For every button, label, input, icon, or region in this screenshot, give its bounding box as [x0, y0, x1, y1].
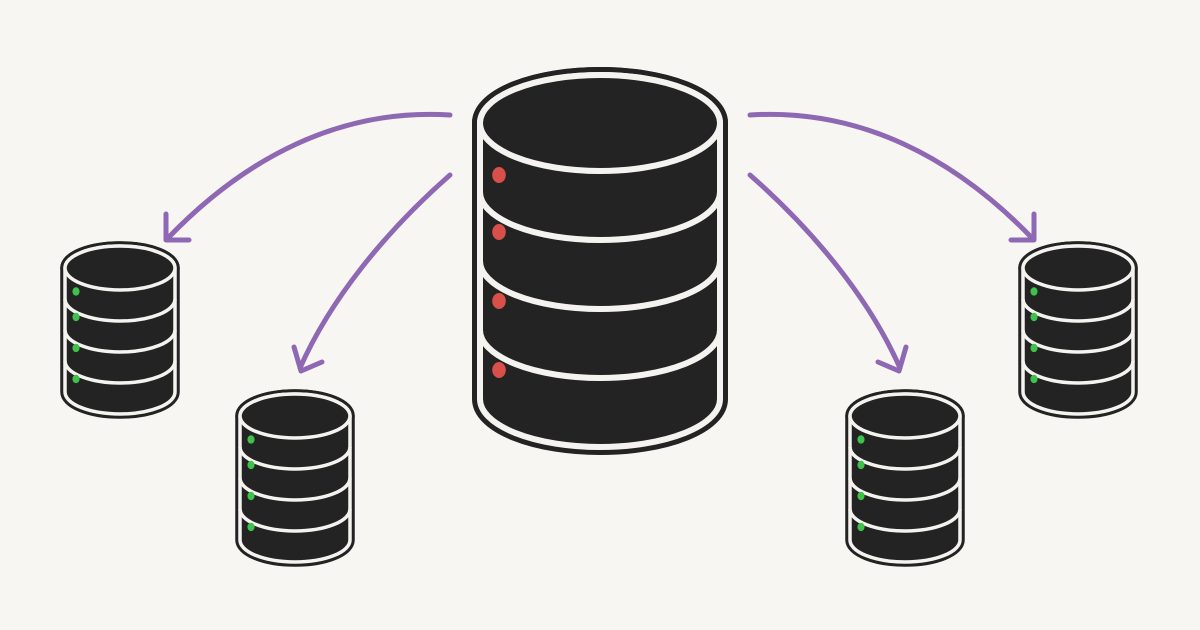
- tier-divider: [238, 477, 352, 502]
- tier-divider: [1021, 329, 1135, 354]
- status-led: [247, 460, 255, 470]
- cylinder-top: [477, 72, 723, 174]
- status-led: [857, 522, 865, 532]
- cylinder-top: [63, 244, 177, 292]
- tier-divider: [477, 191, 723, 243]
- status-led: [72, 312, 80, 322]
- tier-divider: [238, 508, 352, 533]
- status-led: [247, 522, 255, 532]
- status-led: [492, 362, 506, 379]
- tier-divider: [238, 446, 352, 471]
- tier-divider: [477, 260, 723, 312]
- primary-database-icon: [472, 67, 728, 455]
- status-led: [1030, 287, 1038, 296]
- tier-divider: [63, 329, 177, 354]
- replica-inner-left-database-icon: [235, 389, 355, 567]
- tier-divider: [477, 329, 723, 381]
- status-led: [72, 374, 80, 384]
- arrow-to-replica-inner-left: [291, 172, 453, 374]
- status-led: [247, 435, 255, 444]
- tier-divider: [63, 360, 177, 385]
- tier-divider: [1021, 360, 1135, 385]
- tier-divider: [848, 508, 962, 533]
- arrow-to-replica-far-left: [163, 111, 453, 243]
- status-led: [492, 293, 506, 310]
- cylinder-top: [848, 392, 962, 440]
- replica-inner-right-database-icon: [845, 389, 965, 567]
- status-led: [1030, 343, 1038, 353]
- cylinder-top: [1021, 244, 1135, 292]
- arrow-to-replica-inner-right: [747, 172, 909, 374]
- arrow-to-replica-far-right: [747, 111, 1037, 243]
- tier-divider: [1021, 298, 1135, 323]
- status-led: [857, 491, 865, 501]
- status-led: [72, 287, 80, 296]
- status-led: [857, 460, 865, 470]
- replication-arrows: [163, 111, 1037, 374]
- cylinder-top: [238, 392, 352, 440]
- status-led: [492, 224, 506, 241]
- tier-divider: [848, 477, 962, 502]
- tier-divider: [848, 446, 962, 471]
- status-led: [492, 167, 506, 184]
- tier-divider: [63, 298, 177, 323]
- status-led: [72, 343, 80, 353]
- status-led: [247, 491, 255, 501]
- status-led: [857, 435, 865, 444]
- databases: [60, 67, 1138, 567]
- replica-far-right-database-icon: [1018, 241, 1138, 419]
- status-led: [1030, 312, 1038, 322]
- status-led: [1030, 374, 1038, 384]
- replica-far-left-database-icon: [60, 241, 180, 419]
